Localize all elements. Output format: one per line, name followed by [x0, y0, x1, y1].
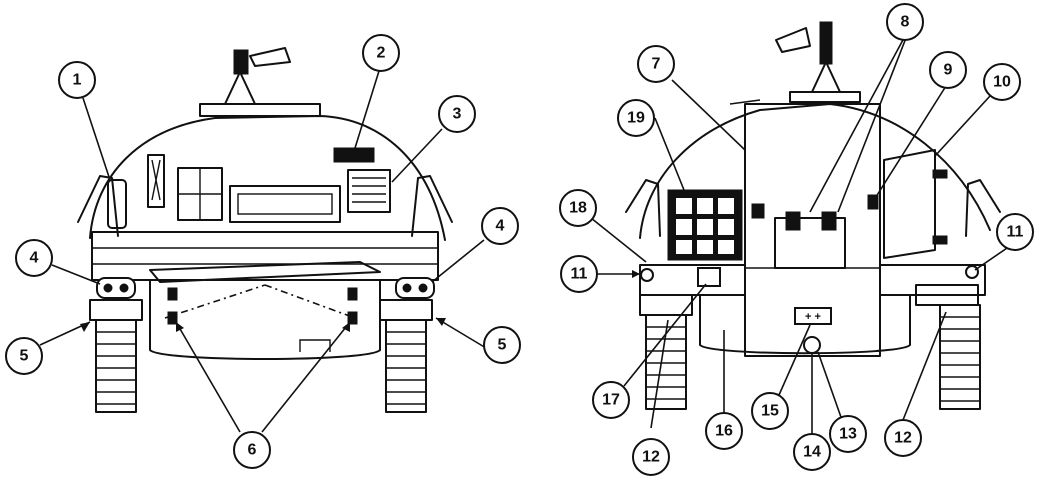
right-taillight-right	[965, 265, 979, 279]
callout-12-right: 12	[884, 419, 922, 457]
callout-6: 6	[233, 431, 271, 469]
left-body-band	[91, 231, 439, 281]
callout-1: 1	[58, 61, 96, 99]
right-track-right	[915, 284, 981, 410]
right-slave-receptacle	[697, 267, 721, 287]
left-vehicle-front-view	[77, 47, 453, 413]
battery-terminal-marks: + +	[805, 311, 821, 323]
leader-lines	[39, 37, 1011, 436]
callout-9: 9	[929, 51, 967, 89]
svg-text:16: 16	[715, 423, 733, 440]
callout-8: 8	[886, 3, 924, 41]
svg-text:17: 17	[602, 392, 620, 409]
callout-4-right: 4	[481, 207, 519, 245]
callout-11-left: 11	[560, 255, 598, 293]
svg-text:6: 6	[248, 442, 257, 459]
callout-19: 19	[617, 99, 655, 137]
callout-10: 10	[983, 63, 1021, 101]
callout-18: 18	[559, 189, 597, 227]
callout-14: 14	[793, 433, 831, 471]
left-sling-line-a	[164, 284, 266, 319]
left-machine-gun	[233, 49, 249, 75]
left-storage-box	[229, 185, 341, 223]
svg-text:2: 2	[377, 45, 386, 62]
left-lower-hull	[149, 279, 381, 360]
right-side-panel	[883, 149, 936, 259]
svg-text:18: 18	[569, 200, 587, 217]
callout-5-left: 5	[5, 337, 43, 375]
left-data-plate	[333, 147, 375, 163]
callout-11-right: 11	[996, 213, 1034, 251]
left-track-left	[89, 299, 143, 413]
right-battery-plate	[794, 307, 832, 325]
svg-text:12: 12	[642, 449, 660, 466]
svg-text:7: 7	[652, 56, 661, 73]
callout-5-right: 5	[483, 326, 521, 364]
svg-text:14: 14	[803, 444, 821, 461]
right-door-pouches	[774, 217, 846, 269]
callouts: 1 2 3 4 4 5 5 6 7 8 9 10 19 18 11 11 17 …	[5, 3, 1034, 476]
left-track-right	[379, 299, 433, 413]
callout-4-left: 4	[15, 239, 53, 277]
svg-text:9: 9	[944, 62, 953, 79]
callout-13: 13	[829, 415, 867, 453]
svg-text:8: 8	[901, 14, 910, 31]
svg-text:5: 5	[498, 337, 507, 354]
callout-12-left: 12	[632, 438, 670, 476]
left-headlight-right	[395, 277, 435, 299]
callout-3: 3	[438, 95, 476, 133]
svg-text:12: 12	[894, 430, 912, 447]
left-sling-line-b	[264, 284, 356, 319]
left-instruction-plate	[347, 169, 391, 213]
svg-text:3: 3	[453, 106, 462, 123]
left-headlight-left	[96, 277, 136, 299]
svg-text:10: 10	[993, 74, 1011, 91]
svg-text:15: 15	[761, 403, 779, 420]
svg-text:11: 11	[1007, 224, 1024, 241]
left-gun-mount-base	[199, 103, 321, 117]
right-hull-dome	[639, 103, 991, 239]
left-fender-left	[77, 175, 119, 237]
left-fender-right	[411, 175, 453, 237]
callout-7: 7	[637, 45, 675, 83]
callout-17: 17	[592, 381, 630, 419]
svg-text:4: 4	[30, 250, 39, 267]
svg-text:11: 11	[571, 266, 588, 283]
right-ammo-box	[667, 189, 743, 261]
right-taillight-left	[640, 268, 654, 282]
svg-text:1: 1	[73, 72, 82, 89]
callout-2: 2	[362, 34, 400, 72]
right-track-left	[639, 294, 693, 410]
svg-text:19: 19	[627, 110, 645, 127]
callout-16: 16	[705, 412, 743, 450]
svg-text:5: 5	[20, 348, 29, 365]
svg-text:4: 4	[496, 218, 505, 235]
right-pintle	[803, 336, 821, 354]
callout-15: 15	[751, 392, 789, 430]
svg-text:13: 13	[839, 426, 857, 443]
